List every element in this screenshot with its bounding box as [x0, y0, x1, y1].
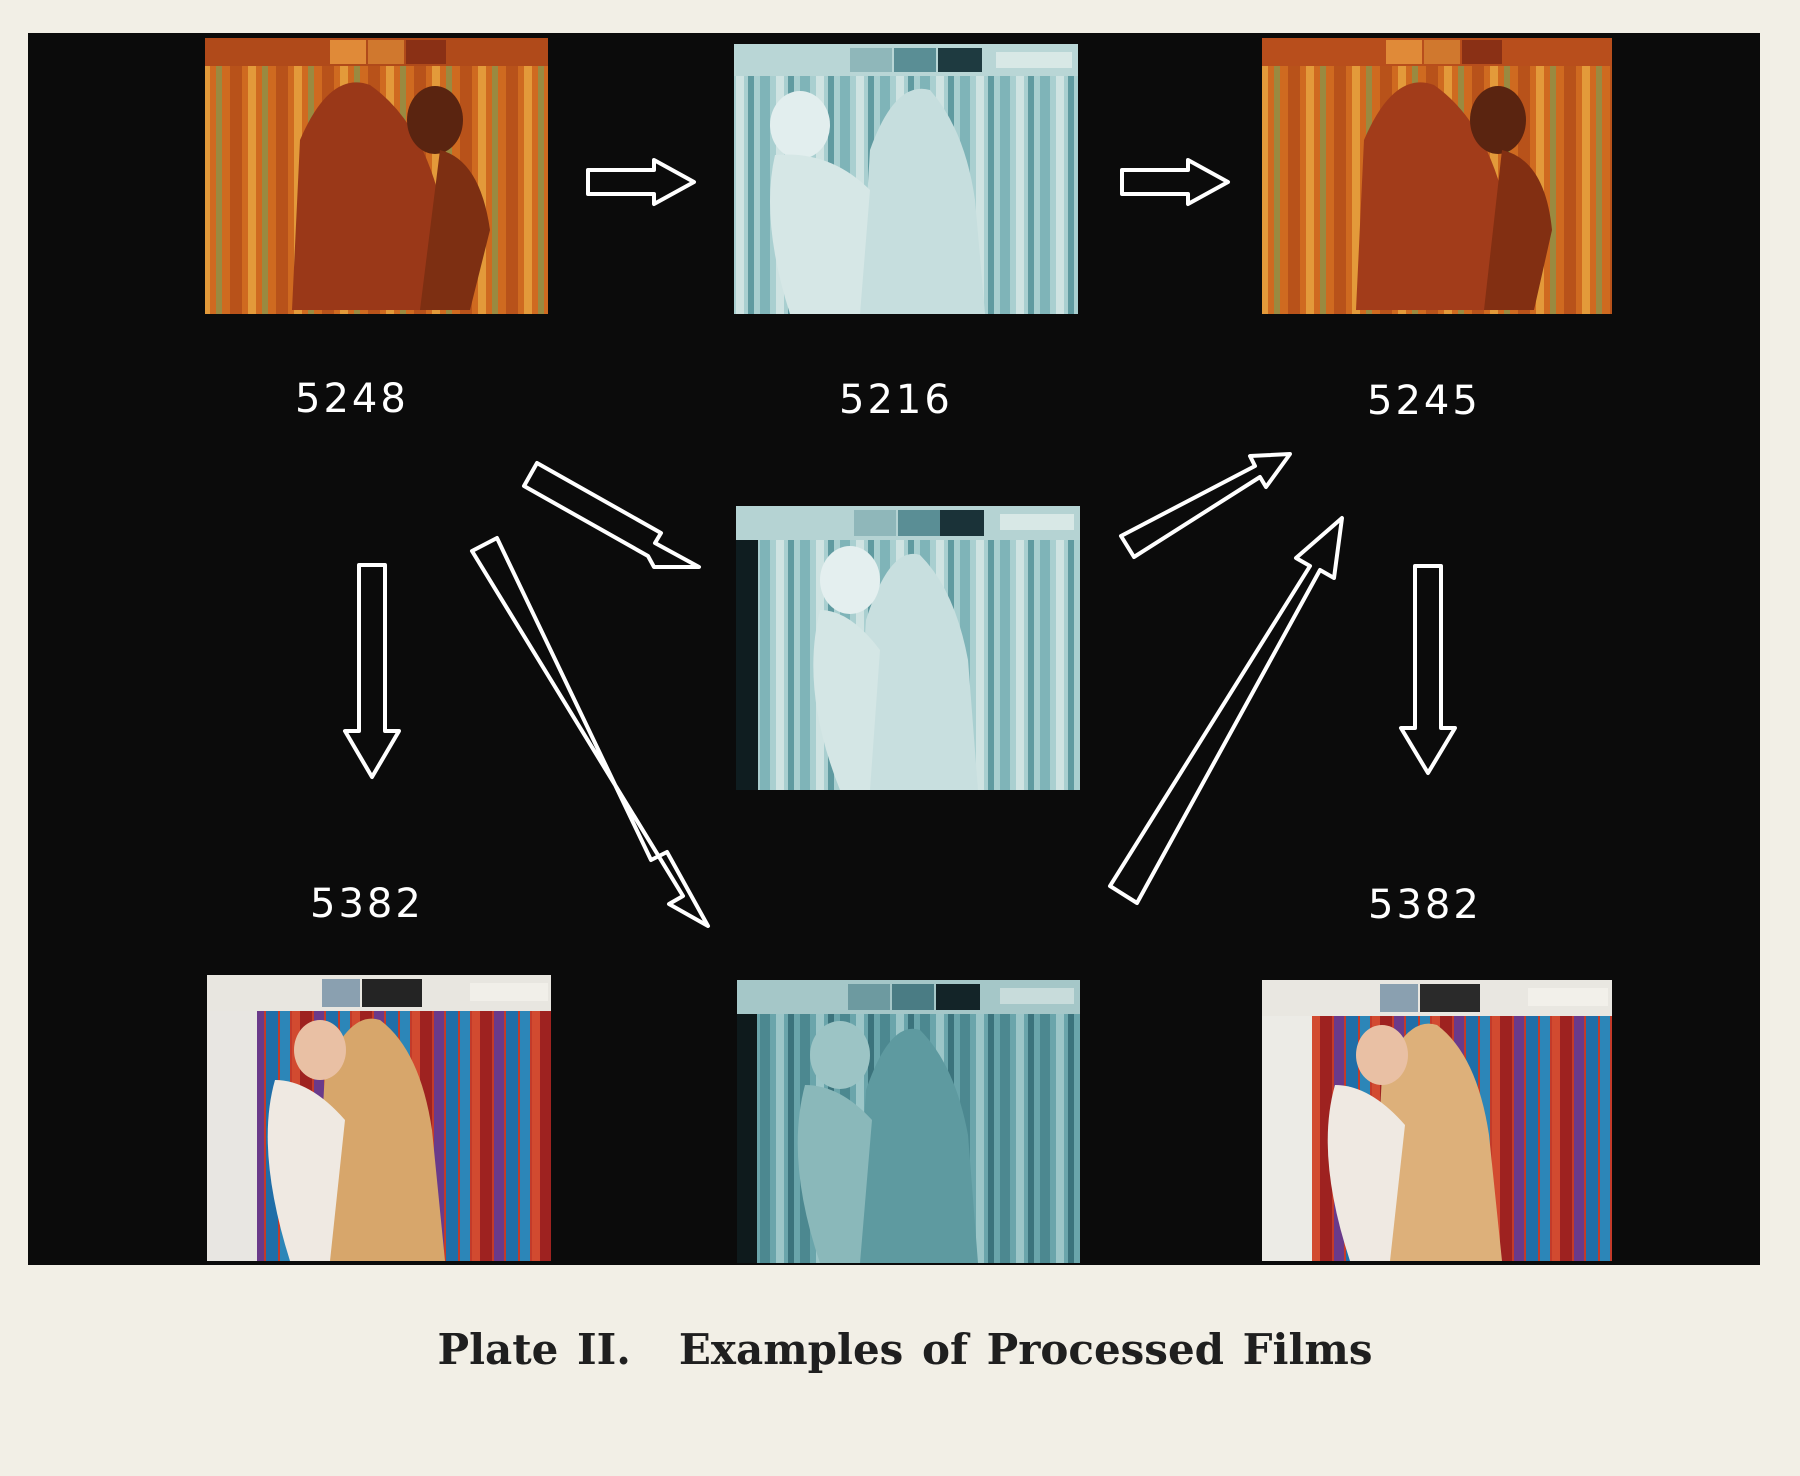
- frame-top-right: [1262, 38, 1612, 314]
- arrow-down-right-icon: [522, 461, 701, 569]
- frame-bottom-center: [737, 980, 1080, 1263]
- arrow-long-up-right-icon: [1108, 516, 1344, 905]
- frame-bottom-right: [1262, 980, 1612, 1261]
- frame-top-center: [734, 44, 1078, 314]
- arrow-right-icon: [1120, 158, 1230, 206]
- film-label-5382-left: 5382: [310, 881, 424, 927]
- film-label-5248: 5248: [295, 376, 409, 422]
- arrow-down-icon: [343, 563, 401, 779]
- arrow-up-right-icon: [1119, 452, 1292, 559]
- frame-bottom-left: [207, 975, 551, 1261]
- frame-middle-center: [736, 506, 1080, 790]
- arrow-long-down-right-icon: [470, 536, 710, 928]
- plate-title: Examples of Processed Films: [678, 1325, 1373, 1374]
- plate-caption: Plate II. Examples of Processed Films: [0, 1325, 1800, 1374]
- frame-top-left: [205, 38, 548, 314]
- plate-number: Plate II.: [437, 1325, 631, 1374]
- film-label-5245: 5245: [1367, 378, 1481, 424]
- arrow-right-icon: [586, 158, 696, 206]
- film-label-5216: 5216: [839, 377, 953, 423]
- arrow-down-icon: [1399, 564, 1457, 775]
- film-label-5382-right: 5382: [1368, 882, 1482, 928]
